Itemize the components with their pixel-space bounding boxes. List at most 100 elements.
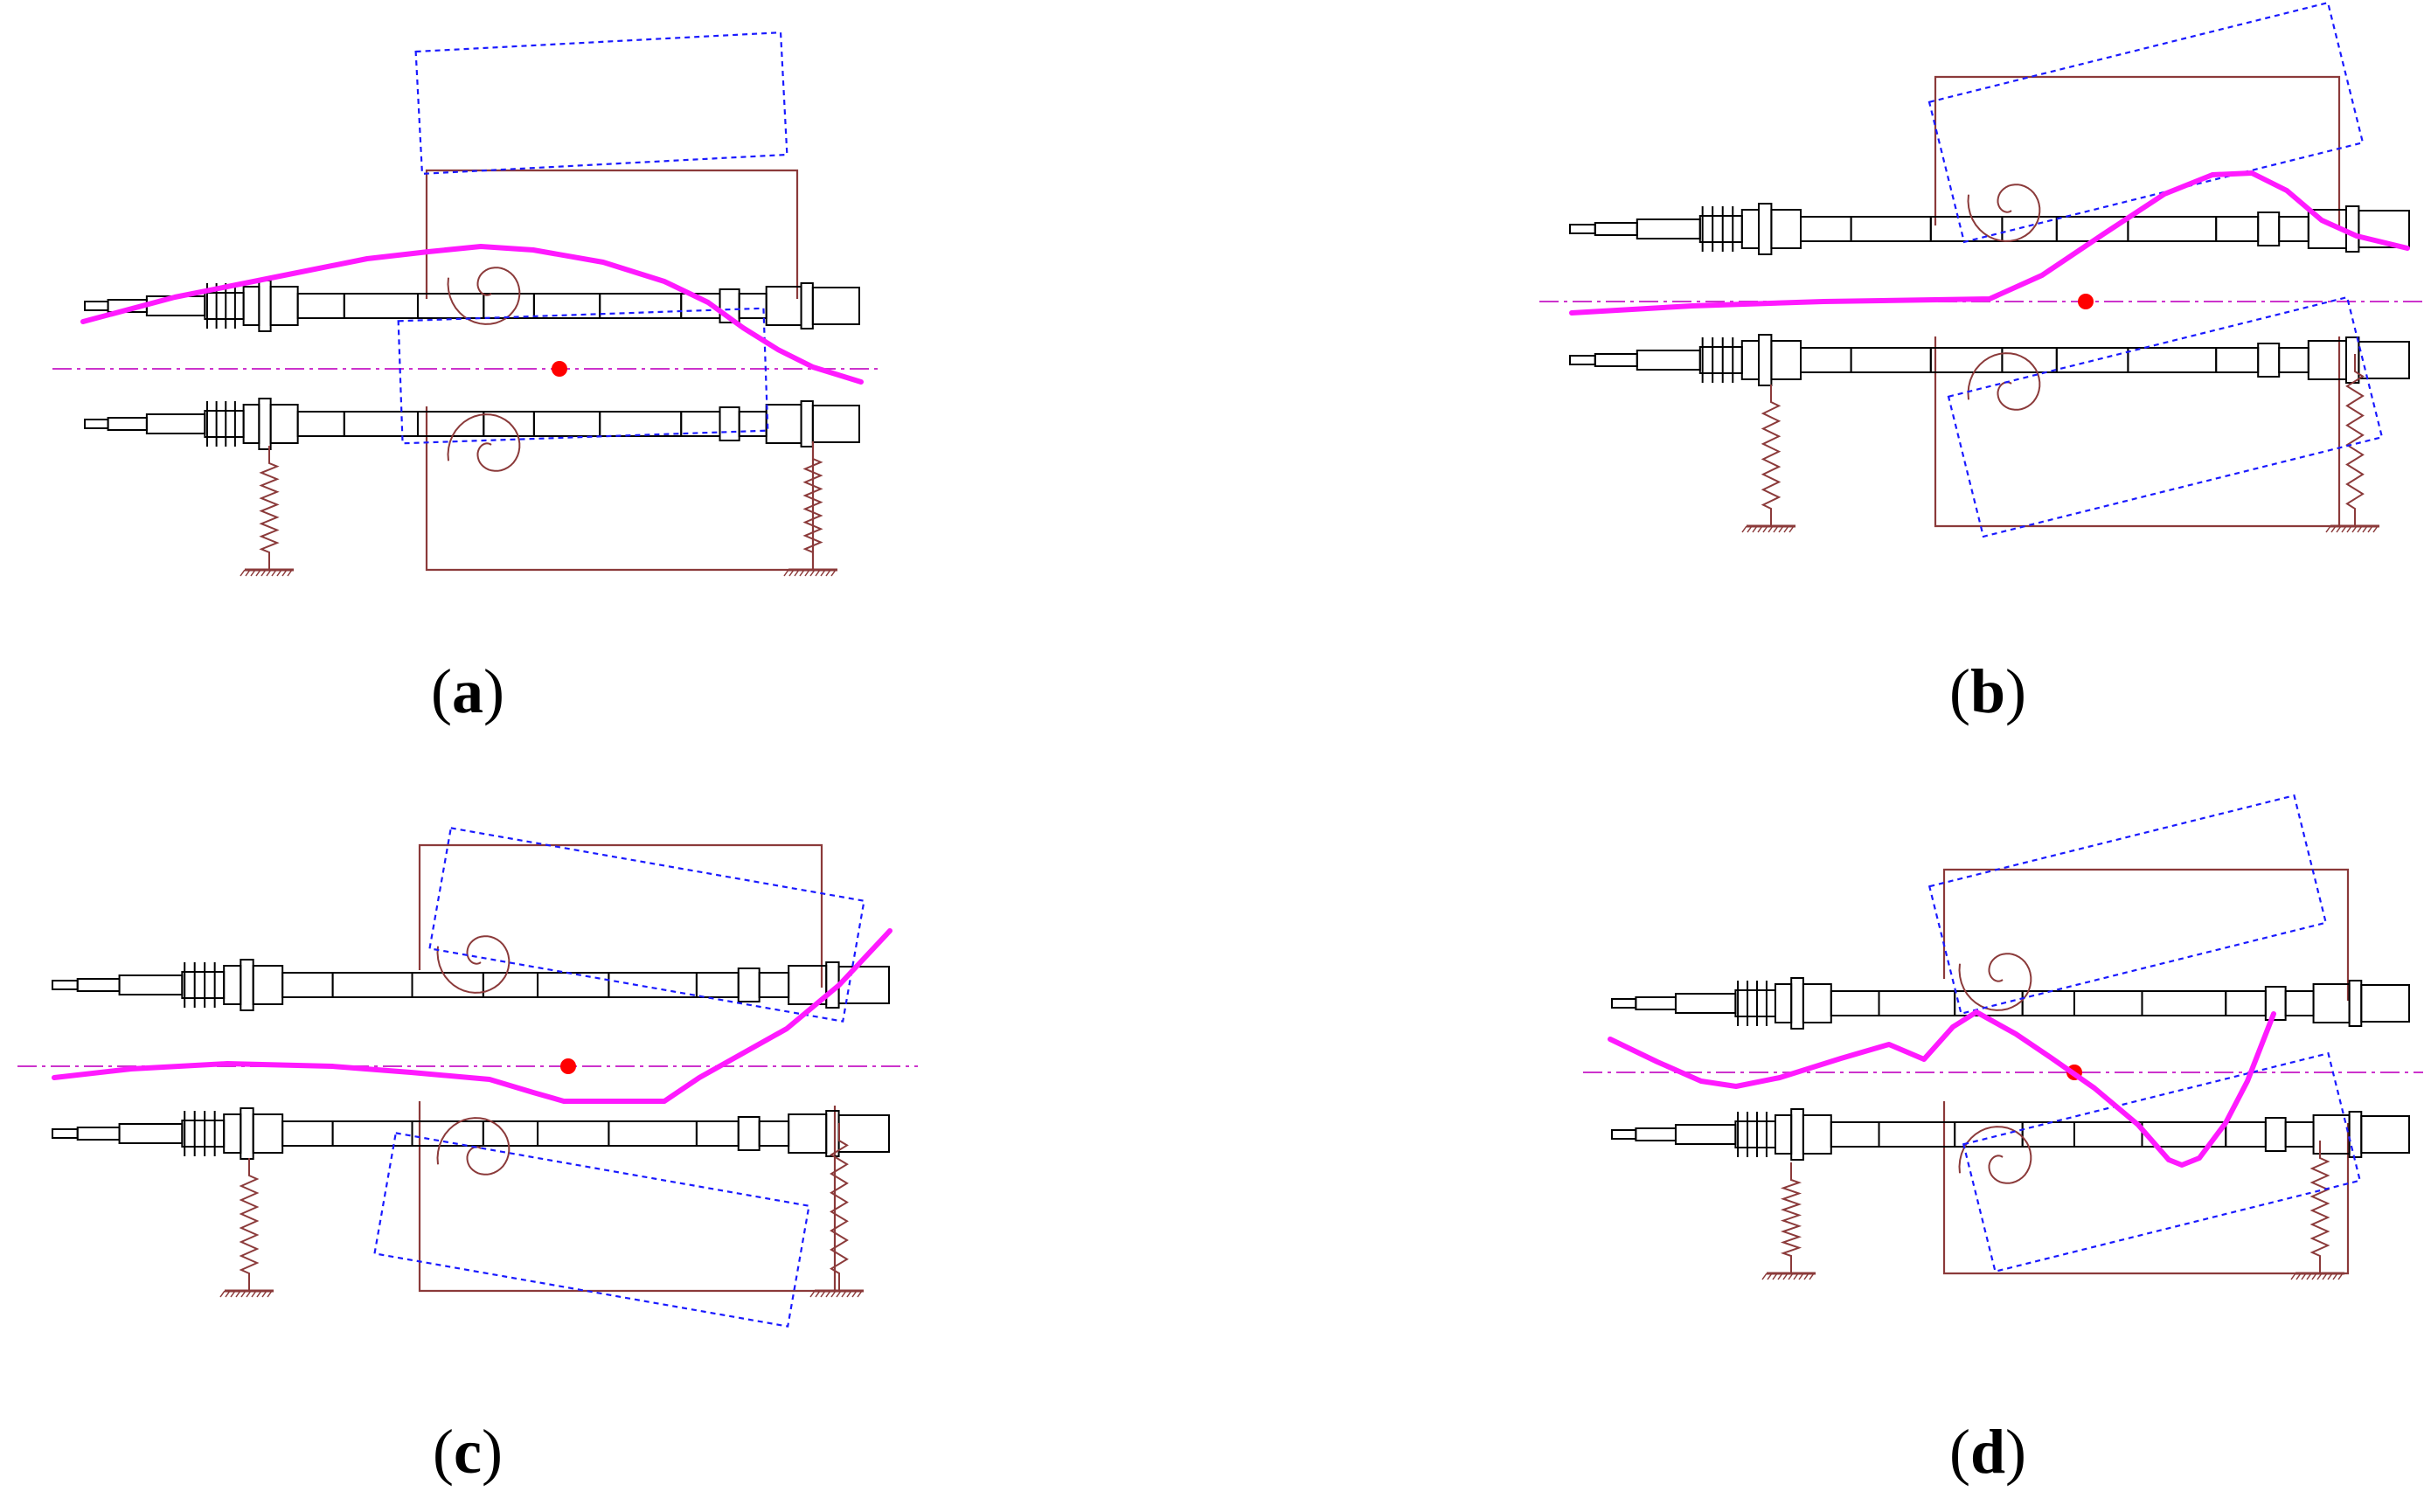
spiral-upper [1967, 184, 2041, 242]
shaft-segment [223, 965, 242, 1005]
ground-hatch [251, 1290, 257, 1298]
panel-d: (d) [1212, 756, 2423, 1512]
shaft-segment [242, 286, 260, 326]
panel-d-caption: (d) [1948, 1417, 2026, 1487]
ground-hatch [1783, 525, 1789, 533]
rotor-lower [84, 398, 861, 450]
ground-hatch [788, 569, 795, 577]
ground-hatch [245, 569, 251, 577]
panel-a-caption: (a) [431, 656, 504, 726]
frame-upper [418, 843, 823, 988]
ground-hatch [851, 1290, 858, 1298]
ground-hatch [857, 1290, 863, 1298]
shaft-segment [76, 978, 121, 992]
shaft-segment [1800, 347, 1852, 373]
ground-hatch [1762, 525, 1768, 533]
shaft-segment [1569, 355, 1596, 365]
shaft-segment [1674, 1124, 1737, 1145]
shaft-segment [1790, 1108, 1804, 1161]
shaft-segment [2358, 341, 2411, 379]
ground-hatch [1772, 1273, 1778, 1280]
rotor-lower [1569, 334, 2411, 386]
shaft-segment [204, 292, 245, 320]
shaft-segment [1594, 353, 1638, 367]
shaft-segment [758, 972, 790, 998]
panel-b-diagram [1539, 1, 2423, 538]
shaft-segment [2345, 336, 2360, 384]
shaft-segment [2360, 1115, 2411, 1154]
ground-hatch [1777, 1273, 1783, 1280]
shaft-segment [2278, 347, 2309, 373]
ground-hatch [267, 1290, 273, 1298]
ground-hatch [235, 1290, 241, 1298]
ground-hatch [2330, 525, 2337, 533]
shaft-segment [52, 1128, 79, 1139]
mode-shape-curve [52, 928, 893, 1104]
ground-hatch [225, 1290, 231, 1298]
ground-hatch [2306, 1273, 2312, 1280]
shaft-segment [537, 1120, 610, 1147]
shaft-segment [1636, 350, 1701, 371]
shaft-segment [269, 404, 299, 444]
ground-hatch [1768, 525, 1774, 533]
ground-hatch [2296, 1273, 2302, 1280]
ground-hatch [219, 1290, 226, 1298]
spring-coil [259, 446, 280, 570]
shaft-segment [2257, 212, 2281, 246]
shaft-segment [2348, 1111, 2363, 1158]
ground-hatch [2337, 1273, 2344, 1280]
shaft-segment [758, 1120, 790, 1147]
shaft-segment [1800, 216, 1852, 242]
mode-outline-upper [428, 827, 865, 1023]
shaft-segment [1830, 990, 1880, 1016]
shaft-segment [204, 410, 245, 438]
panel-a: (a) [0, 0, 1212, 756]
shaft-segment [258, 398, 272, 450]
ground-hatch [820, 569, 826, 577]
ground-hatch [815, 1290, 821, 1298]
shaft-segment [252, 1113, 284, 1154]
shaft-segment [2055, 216, 2129, 242]
ground-hatch [1803, 1273, 1809, 1280]
ground-hatch [276, 569, 282, 577]
shaft-segment [2312, 983, 2351, 1023]
center-point [2078, 294, 2094, 309]
ground-hatch [2367, 525, 2373, 533]
shaft-segment [695, 1120, 740, 1147]
shaft-segment [1635, 1127, 1677, 1141]
ground-hatch [266, 569, 272, 577]
ground-hatch [825, 569, 831, 577]
shaft-segment [2345, 205, 2360, 253]
shaft-segment [737, 968, 761, 1002]
spring-right [809, 1123, 864, 1298]
shaft-segment [2215, 216, 2260, 242]
shaft-segment [1740, 209, 1760, 249]
ground-hatch [794, 569, 800, 577]
panel-c: (c) [0, 756, 1212, 1512]
shaft-segment [1774, 1114, 1793, 1155]
ground-hatch [1752, 525, 1758, 533]
shaft-segment [1569, 224, 1596, 234]
shaft-segment [1802, 1114, 1832, 1155]
ground-hatch [2336, 525, 2342, 533]
ground-hatch [1782, 1273, 1788, 1280]
ground-hatch [2341, 525, 2347, 533]
shaft-segment [1594, 222, 1638, 236]
shaft-segment [800, 400, 814, 447]
rotor-lower [52, 1107, 891, 1160]
shaft-segment [1758, 334, 1773, 386]
mode-shape-curve [1608, 1009, 2276, 1168]
ground-hatch [841, 1290, 847, 1298]
shaft-segment [416, 411, 485, 437]
shaft-segment [800, 282, 814, 329]
ground-hatch [2327, 1273, 2333, 1280]
ground-hatch [260, 569, 267, 577]
ground-hatch [2346, 525, 2352, 533]
ground-hatch [2351, 525, 2358, 533]
shaft-segment [765, 286, 802, 326]
spring-left [240, 446, 294, 577]
shaft-segment [695, 972, 740, 998]
shaft-segment [281, 972, 334, 998]
spiral-upper [1958, 953, 2032, 1011]
shaft-segment [1611, 998, 1637, 1009]
